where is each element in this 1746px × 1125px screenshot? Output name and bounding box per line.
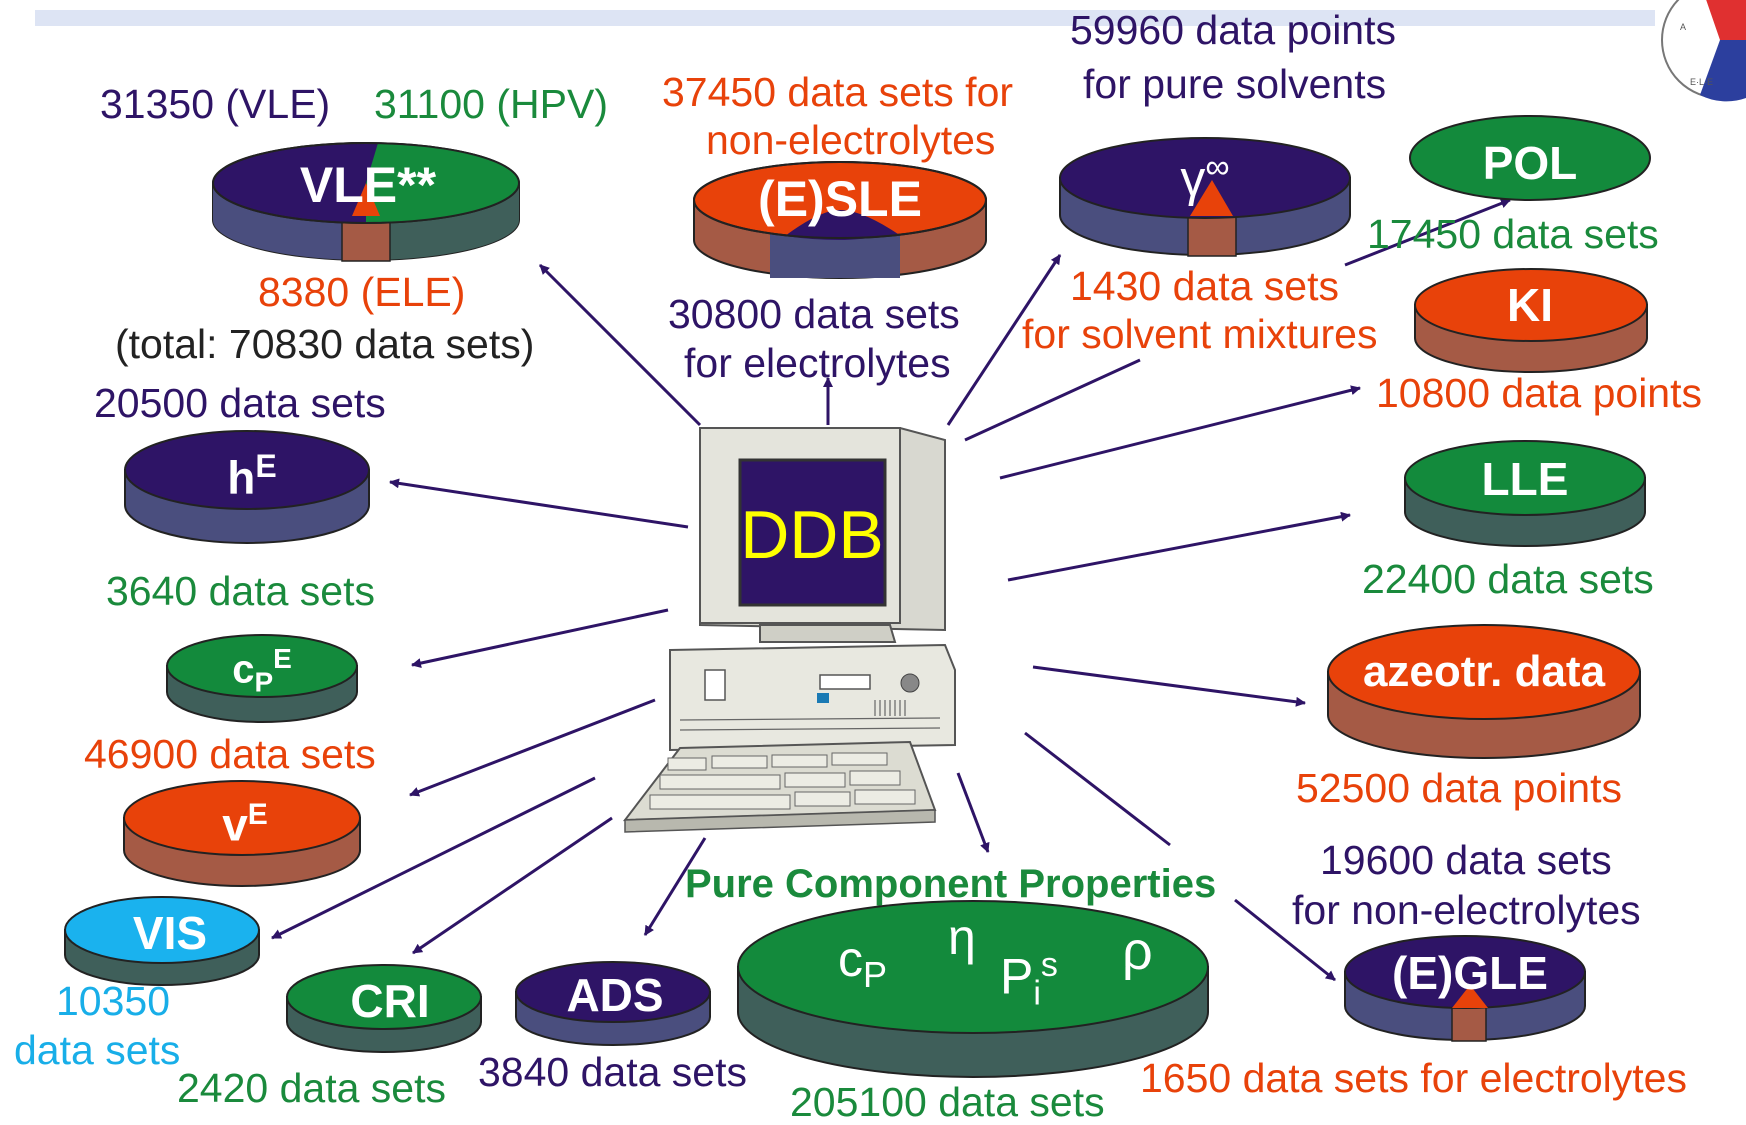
ki-count: 10800 data points: [1376, 370, 1702, 416]
egle-disk-label: (E)GLE: [1392, 947, 1548, 999]
arrow-ve: [409, 698, 656, 797]
pure-count: 205100 data sets: [790, 1079, 1105, 1125]
gamma-mix-line1: 1430 data sets: [1070, 263, 1339, 309]
egle-el-count: 1650 data sets for electrolytes: [1140, 1055, 1687, 1101]
vis-disk-label: VIS: [132, 907, 208, 959]
arrow-egle: [1024, 731, 1171, 847]
psat-sub: i: [1033, 974, 1041, 1013]
egle-nonel-line1: 19600 data sets: [1320, 837, 1612, 883]
egle-nonel-line2: for non-electrolytes: [1292, 887, 1641, 933]
azeo-count: 52500 data points: [1296, 765, 1622, 811]
gamma-pure-line2: for pure solvents: [1083, 61, 1387, 107]
pol-disk-label: POL: [1482, 137, 1578, 189]
arrow-egle-2: [1234, 898, 1336, 982]
ve-sup: E: [247, 798, 268, 831]
logo-seal: A E·L·E: [1661, 0, 1746, 102]
arrow-he: [389, 478, 689, 529]
esle-nonel-line1: 37450 data sets for: [662, 69, 1014, 115]
psat-sup: s: [1040, 946, 1058, 984]
ve-symbol: v: [222, 798, 248, 851]
disk-cpe: [166, 634, 358, 723]
ve-disk-label: vE: [215, 798, 275, 851]
hpv-count: 31100 (HPV): [374, 81, 608, 127]
esle-el-line1: 30800 data sets: [668, 291, 960, 337]
disk-vis: [64, 896, 260, 986]
ddb-label: DDB: [740, 497, 884, 573]
cpe-sub: P: [254, 666, 274, 698]
disk-azeo: [1327, 624, 1641, 759]
vis-count-line1: 10350: [56, 978, 171, 1024]
svg-text:A: A: [1680, 22, 1686, 32]
gamma-mix-line2: for solvent mixtures: [1022, 311, 1378, 357]
arrow-vle: [538, 263, 702, 427]
cri-count: 2420 data sets: [177, 1065, 446, 1111]
he-disk-label: hE: [222, 450, 282, 500]
cpe-disk-label: cPE: [222, 645, 302, 696]
arrow-pure: [956, 772, 990, 853]
disk-vle: [212, 142, 520, 262]
svg-text:E·L·E: E·L·E: [1690, 77, 1713, 87]
pure-symbol-eta: η: [948, 909, 976, 965]
lle-count: 22400 data sets: [1362, 556, 1654, 602]
gamma-symbol: γ: [1180, 150, 1206, 207]
arrow-ki: [999, 385, 1361, 480]
disk-he: [124, 430, 370, 544]
he-symbol: h: [227, 451, 256, 504]
cp-sub: P: [863, 954, 888, 995]
he-sup: E: [255, 448, 277, 484]
ads-disk-label: ADS: [566, 969, 664, 1021]
disk-egle: [1344, 935, 1586, 1042]
disk-ads: [515, 961, 711, 1046]
he-count: 20500 data sets: [94, 380, 386, 426]
ki-disk-label: KI: [1507, 279, 1553, 331]
top-band: [35, 10, 1655, 26]
disk-ki: [1414, 268, 1648, 373]
psat-main: P: [1000, 948, 1034, 1005]
disk-lle: [1404, 440, 1646, 547]
arrow-cri: [412, 816, 613, 955]
esle-disk-label: (E)SLE: [758, 171, 922, 227]
arrow-pol-2: [1344, 198, 1511, 267]
connector-arrows: [271, 198, 1511, 982]
cpe-count: 3640 data sets: [106, 568, 375, 614]
cpe-symbol: c: [232, 647, 255, 692]
arrow-vis: [271, 776, 596, 940]
ele-count: 8380 (ELE): [258, 269, 466, 315]
vle-count: 31350 (VLE): [100, 81, 331, 127]
cri-disk-label: CRI: [350, 975, 430, 1027]
disk-esle: [693, 161, 987, 279]
arrow-cpe: [411, 608, 669, 668]
pure-symbol-cp: cP: [838, 934, 887, 993]
pure-symbol-psat: Pis: [1000, 948, 1058, 1011]
vle-disk-label: VLE**: [299, 157, 437, 213]
pure-symbol-rho: ρ: [1122, 921, 1153, 981]
cp-main: c: [838, 931, 863, 987]
arrow-gamma: [946, 254, 1062, 426]
monitor-screen: [738, 458, 887, 607]
infinity-sup: ∞: [1205, 148, 1230, 186]
vle-total: (total: 70830 data sets): [115, 321, 535, 367]
vis-count-line2: data sets: [14, 1027, 181, 1073]
azeo-disk-label: azeotr. data: [1362, 647, 1606, 696]
disk-gamma: [1059, 137, 1351, 257]
gamma-disk-label: γ∞: [1175, 150, 1235, 204]
ads-count: 3840 data sets: [478, 1049, 747, 1095]
disk-pol: [1409, 115, 1651, 201]
arrow-lle: [1007, 511, 1351, 582]
disk-cri: [286, 964, 482, 1053]
computer-illustration: [622, 427, 956, 833]
pol-count: 17450 data sets: [1367, 211, 1659, 257]
gamma-pure-line1: 59960 data points: [1070, 7, 1396, 53]
cpe-sup: E: [273, 643, 292, 674]
pure-component-title: Pure Component Properties: [685, 862, 1217, 906]
arrow-azeo: [1032, 665, 1306, 707]
arrow-pol: [964, 358, 1141, 442]
arrow-ads: [643, 837, 707, 936]
lle-disk-label: LLE: [1481, 453, 1569, 505]
esle-el-line2: for electrolytes: [684, 340, 951, 386]
disk-ve: [123, 780, 361, 887]
disk-pure: [737, 900, 1209, 1078]
esle-nonel-line2: non-electrolytes: [706, 117, 996, 163]
ve-count: 46900 data sets: [84, 731, 376, 777]
